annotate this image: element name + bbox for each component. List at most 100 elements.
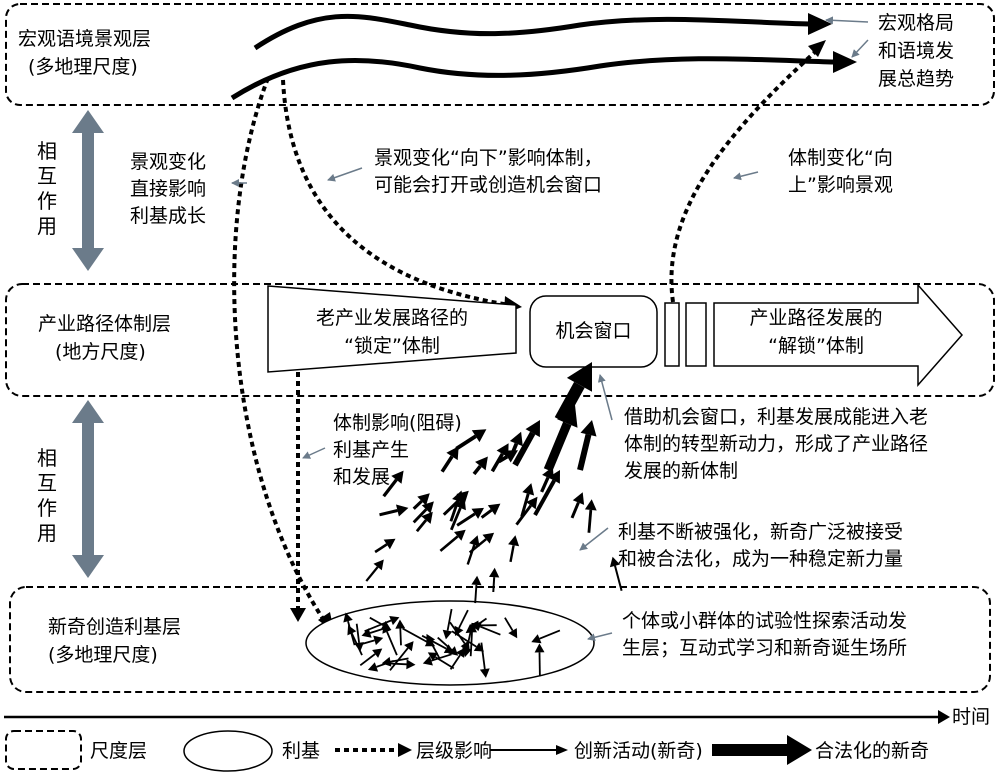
- niche-innovation-arrow-head: [424, 637, 436, 647]
- niche-innovation-arrow-head: [455, 647, 465, 658]
- time-axis-label: 时间: [952, 706, 991, 728]
- rising-innovation-arrow-shaft: [515, 504, 532, 526]
- pointer-landscape-down: [327, 167, 363, 182]
- interaction-label-upper: 相互作用: [37, 139, 57, 238]
- rising-innovation-arrow-head: [584, 499, 597, 511]
- strengthen-line-2: 和被合法化，成为一种稳定新力量: [618, 548, 904, 570]
- pointer-experiment: [587, 632, 613, 642]
- unlocked-regime-arrow: [713, 283, 963, 387]
- rising-innovation-arrow-shaft: [450, 507, 462, 531]
- regime-hinder-line-3: 和发展: [333, 466, 391, 488]
- pointer-window-niche: [597, 374, 613, 421]
- rising-innovation-arrow-head: [454, 497, 466, 511]
- niche-innovation-arrow-shaft: [435, 656, 455, 670]
- rising-innovation-arrow-head: [489, 567, 500, 578]
- landscape-direct-line-3: 利基成长: [130, 205, 207, 227]
- time-axis-arrowhead: [938, 710, 950, 724]
- niche-layer-title: 新奇创造利基层: [48, 616, 182, 638]
- niche-innovation-arrow-shaft: [446, 608, 453, 631]
- rising-innovation-arrow-head: [471, 507, 484, 519]
- interaction-label-lower: 相互作用: [37, 446, 57, 545]
- interaction-arrow-upper: [72, 110, 104, 271]
- niche-innovation-arrow-head: [442, 629, 453, 640]
- macro-trend-line-1: 宏观格局: [878, 12, 955, 34]
- locked-regime-label-2: “锁定”体制: [344, 335, 440, 357]
- legitimized-arrow-head: [525, 420, 540, 438]
- rising-innovation-arrow-head: [482, 532, 495, 544]
- window-niche-line-2: 体制的转型新动力，形成了产业路径: [624, 433, 929, 455]
- niche-innovation-arrow-head: [465, 623, 476, 634]
- pointer-regime-up: [733, 171, 759, 181]
- macro-trend-arrowhead-2: [833, 51, 857, 73]
- interaction-arrow-lower: [72, 400, 104, 578]
- rising-innovation-arrow-shaft: [490, 452, 504, 473]
- niche-innovation-arrow-shaft: [369, 616, 384, 626]
- rising-innovation-arrow-shaft: [466, 544, 476, 565]
- pointer-regime-hinder: [302, 447, 326, 459]
- niche-innovation-arrow-shaft: [480, 642, 486, 670]
- niche-innovation-arrow-head: [404, 641, 414, 652]
- macro-trend-line-3: 展总趋势: [878, 68, 955, 90]
- regime-hinder-line-1: 体制影响(阻碍): [333, 412, 462, 434]
- rising-innovation-arrow-head: [609, 556, 620, 568]
- niche-innovation-arrow-head: [448, 646, 459, 656]
- window-box: [529, 295, 658, 368]
- legitimized-arrow-shaft: [577, 433, 592, 471]
- rising-innovation-arrow-head: [509, 431, 523, 447]
- rising-innovation-arrow-head: [508, 535, 520, 547]
- rising-innovation-arrow-shaft: [415, 519, 428, 533]
- rising-innovation-arrow-head: [383, 538, 396, 550]
- regime-hinder-arrowhead: [290, 608, 306, 622]
- regime-hinder-line-2: 利基产生: [333, 439, 410, 461]
- pointer-macro-trend-1: [825, 16, 869, 25]
- niche-innovation-arrow-head: [395, 619, 406, 629]
- rising-innovation-arrow-shaft: [365, 566, 379, 582]
- rising-innovation-arrow-shaft: [472, 464, 482, 476]
- rising-innovation-arrow-head: [421, 511, 433, 524]
- niche-layer-box: [9, 586, 991, 693]
- niche-innovation-arrow-shaft: [504, 617, 514, 632]
- unlocked-regime-label-2: “解锁”体制: [768, 335, 864, 357]
- rising-innovation-arrow-shaft: [455, 434, 477, 451]
- rising-innovation-arrow-head: [417, 493, 430, 506]
- niche-innovation-arrow-shaft: [389, 647, 409, 671]
- transition-bar-2: [685, 302, 707, 367]
- macro-layer-title: 宏观语境景观层: [18, 28, 152, 50]
- legitimized-arrow-head: [580, 420, 597, 437]
- pointer-macro-trend-2: [851, 39, 869, 58]
- rising-innovation-arrow-head: [487, 503, 501, 516]
- rising-innovation-arrow-shaft: [520, 493, 530, 518]
- legitimized-arrow-head: [566, 362, 592, 392]
- transition-bar-1: [664, 302, 680, 367]
- rising-innovation-arrow-shaft: [374, 543, 388, 554]
- niche-innovation-arrow-shaft: [399, 628, 402, 646]
- niche-innovation-arrow-shaft: [431, 653, 452, 662]
- niche-innovation-arrow-shaft: [355, 623, 360, 643]
- regime-up-line-1: 体制变化“向: [788, 147, 893, 169]
- landscape-down-arrow: [281, 79, 511, 307]
- experiment-line-2: 生层；互动式学习和新奇诞生场所: [622, 637, 908, 659]
- niche-innovation-arrow-head: [443, 644, 455, 653]
- window-niche-line-3: 发展的新体制: [624, 460, 739, 482]
- rising-innovation-arrow-shaft: [480, 508, 493, 519]
- rising-innovation-arrow-shaft: [587, 509, 593, 533]
- niche-innovation-arrow-head: [422, 656, 433, 666]
- niche-innovation-arrow-head: [508, 628, 518, 639]
- rising-innovation-arrow-head: [396, 504, 409, 517]
- legend-innovation-label: 创新活动(新奇): [574, 740, 703, 762]
- niche-innovation-arrow-head: [380, 620, 391, 630]
- legend-level-influence-label: 层级影响: [416, 740, 493, 762]
- rising-innovation-arrow-shaft: [379, 509, 398, 517]
- niche-innovation-arrow-head: [479, 668, 490, 678]
- rising-innovation-arrow-head: [471, 429, 487, 443]
- locked-regime-box: [267, 285, 517, 373]
- rising-innovation-arrow-shaft: [497, 455, 509, 464]
- legend-scale-layer-label: 尺度层: [90, 740, 148, 762]
- window-label: 机会窗口: [555, 320, 632, 342]
- rising-innovation-arrow-head: [421, 501, 434, 514]
- rising-innovation-arrow-shaft: [509, 545, 515, 563]
- macro-trend-arrow-1: [253, 13, 811, 51]
- legend-legitimized-symbol: [712, 735, 812, 765]
- window-niche-line-1: 借助机会窗口，利基发展成能进入老: [624, 406, 929, 428]
